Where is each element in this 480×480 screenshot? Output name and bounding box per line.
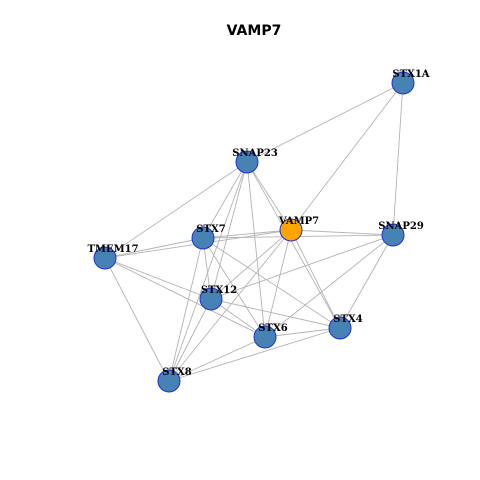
- node-stx12[interactable]: [199, 287, 223, 311]
- edge-vamp7-stx8: [168, 229, 292, 382]
- edge-snap23-stx12: [210, 161, 248, 300]
- graph-title: VAMP7: [227, 23, 282, 39]
- node-snap29[interactable]: [381, 223, 405, 247]
- node-stx1a[interactable]: [391, 71, 415, 95]
- node-stx7[interactable]: [191, 226, 215, 250]
- node-label-stx12: STX12: [201, 285, 237, 296]
- edge-stx12-stx8: [168, 298, 212, 382]
- edge-tmem17-stx6: [104, 257, 266, 338]
- edge-snap23-stx8: [168, 161, 248, 382]
- edge-vamp7-stx7: [202, 229, 292, 239]
- edge-vamp7-stx4: [290, 229, 341, 329]
- edge-snap23-stx6: [246, 161, 266, 338]
- edge-stx6-stx8: [168, 336, 266, 382]
- edge-vamp7-stx6: [264, 229, 292, 338]
- edge-stx1a-snap23: [246, 82, 404, 163]
- edge-snap29-stx4: [339, 234, 394, 329]
- node-label-tmem17: TMEM17: [87, 244, 138, 255]
- edge-stx1a-vamp7: [290, 82, 404, 231]
- node-tmem17[interactable]: [93, 246, 117, 270]
- node-label-snap29: SNAP29: [378, 221, 424, 232]
- edge-snap23-tmem17: [104, 161, 248, 259]
- node-label-vamp7: VAMP7: [278, 216, 319, 227]
- edge-snap23-stx4: [246, 161, 341, 329]
- node-snap23[interactable]: [235, 150, 259, 174]
- edge-snap29-stx12: [210, 234, 394, 300]
- edge-vamp7-snap29: [290, 229, 394, 236]
- edge-stx6-stx4: [264, 327, 341, 338]
- node-label-stx6: STX6: [258, 323, 287, 334]
- edge-stx12-stx4: [210, 298, 341, 329]
- node-label-stx4: STX4: [333, 314, 362, 325]
- node-label-stx8: STX8: [162, 367, 191, 378]
- edge-snap23-vamp7: [246, 161, 292, 231]
- node-label-snap23: SNAP23: [232, 148, 278, 159]
- edge-vamp7-stx12: [210, 229, 292, 300]
- node-stx4[interactable]: [328, 316, 352, 340]
- edge-stx7-stx8: [168, 237, 204, 382]
- edge-tmem17-stx12: [104, 257, 212, 300]
- node-label-stx1a: STX1A: [392, 69, 429, 80]
- edge-stx7-stx6: [202, 237, 266, 338]
- edge-snap23-stx7: [202, 161, 248, 239]
- edge-stx7-tmem17: [104, 237, 204, 259]
- edge-snap29-stx6: [264, 234, 394, 338]
- edge-tmem17-stx8: [104, 257, 170, 382]
- nodes-layer: [93, 71, 415, 393]
- node-stx6[interactable]: [253, 325, 277, 349]
- edge-stx7-stx4: [202, 237, 341, 329]
- node-label-stx7: STX7: [196, 224, 225, 235]
- node-vamp7[interactable]: [279, 218, 303, 242]
- node-stx8[interactable]: [157, 369, 181, 393]
- edge-stx4-stx8: [168, 327, 341, 382]
- edge-stx1a-snap29: [392, 82, 404, 236]
